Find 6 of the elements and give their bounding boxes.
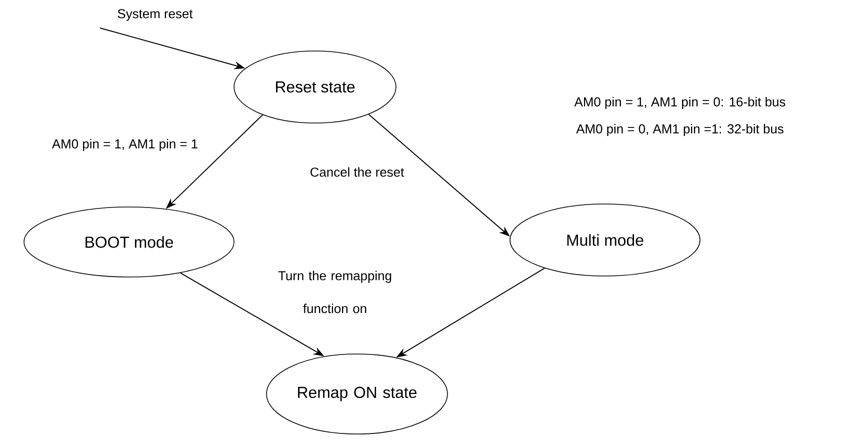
note-text: AM0 pin = 1, AM1 pin = 1: [52, 138, 198, 152]
edge-label: System reset: [116, 8, 194, 22]
note-text: Turn the remapping function on: [278, 270, 392, 314]
note-text: AM0 pin = 1, AM1 pin = 0: 16-bit bus: [574, 96, 786, 110]
note-text: AM0 pin = 0, AM1 pin =1: 32-bit bus: [576, 124, 784, 136]
note-text: Cancel the reset: [310, 167, 404, 177]
